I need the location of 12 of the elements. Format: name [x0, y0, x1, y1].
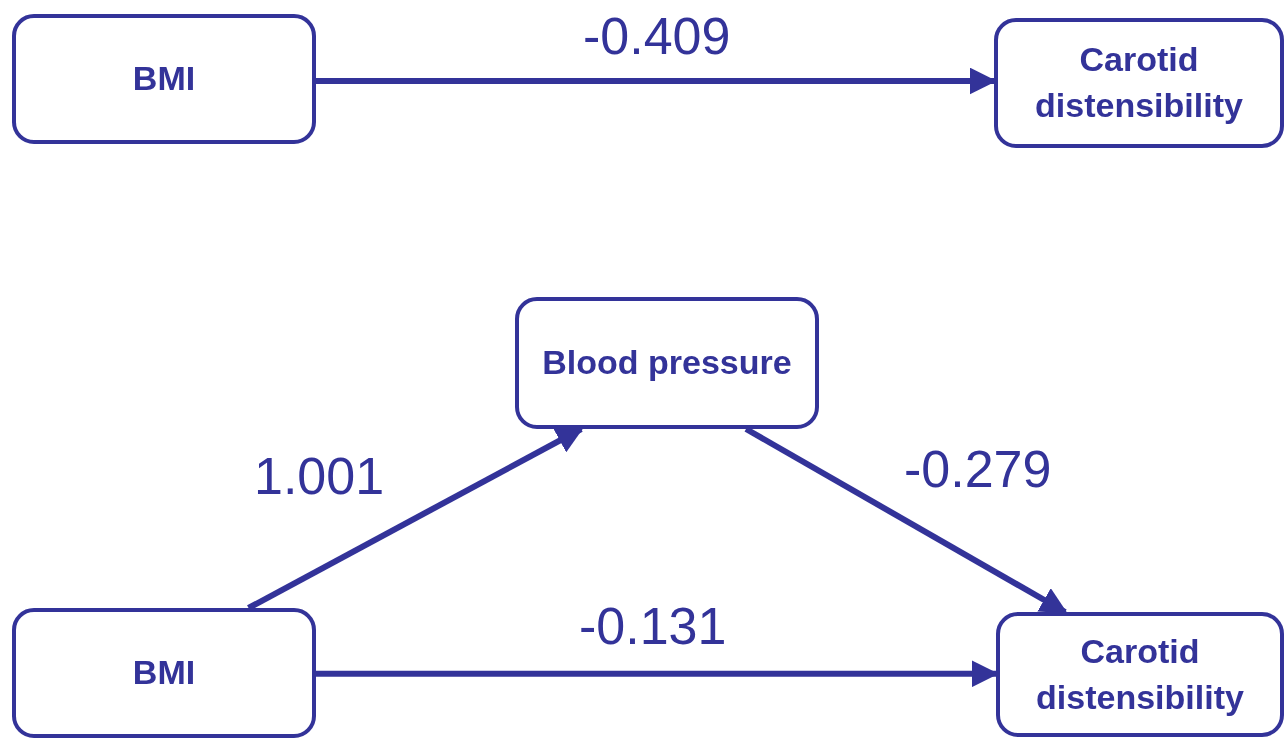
node-label: Blood pressure	[542, 342, 792, 384]
rounded-box	[12, 14, 316, 144]
rounded-box	[994, 18, 1284, 148]
arrow	[744, 426, 1068, 615]
node-label: Carotid distensibility	[1035, 630, 1245, 718]
node-label: BMI	[132, 58, 196, 100]
rounded-box	[996, 612, 1284, 737]
arrow	[247, 426, 584, 611]
rounded-box	[12, 608, 316, 738]
node-label: BMI	[132, 652, 196, 694]
node-label: Carotid distensibility	[1034, 39, 1244, 126]
rounded-box	[515, 297, 819, 429]
